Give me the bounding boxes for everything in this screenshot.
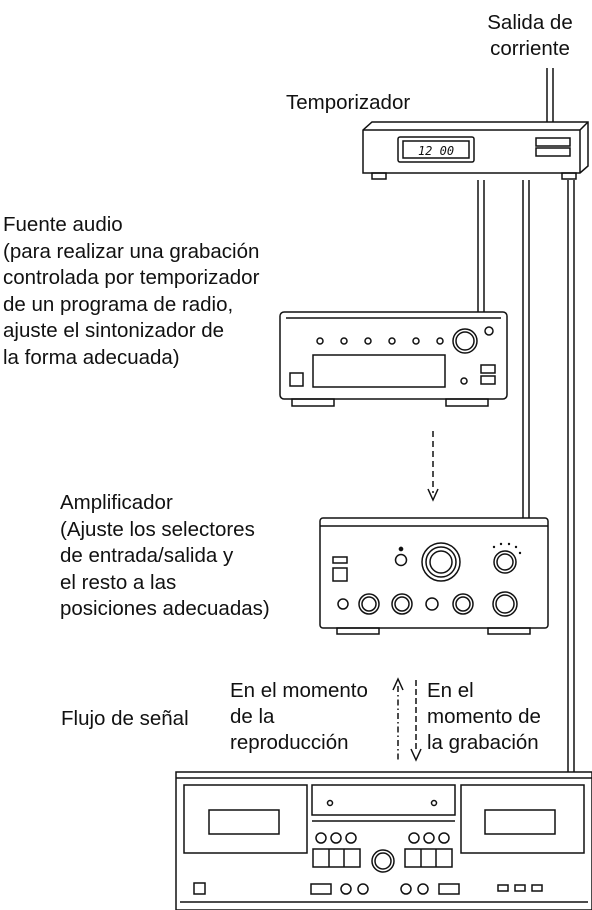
- signal-flow-label: Flujo de señal: [61, 707, 189, 730]
- recording-arrow: [410, 680, 422, 762]
- timer-display-text: 12 00: [418, 144, 454, 158]
- power-cord: [546, 68, 554, 128]
- amplifier-label: Amplificador (Ajuste los selectores de e…: [60, 491, 270, 620]
- amplifier-knob-dots: [492, 542, 522, 555]
- timer-label: Temporizador: [286, 91, 411, 114]
- playback-arrow: [392, 677, 404, 760]
- amplifier-unit: [319, 517, 549, 635]
- audio-source-tuner: [279, 311, 508, 407]
- cassette-deck: [175, 771, 592, 910]
- signal-arrow-tuner-to-amp: [427, 431, 439, 502]
- playback-moment-label: En el momento de la reproducción: [230, 679, 368, 754]
- recording-moment-label: En el momento de la grabación: [427, 679, 541, 754]
- audio-source-label: Fuente audio (para realizar una grabació…: [3, 213, 260, 369]
- power-outlet-label: Salida de corriente: [487, 11, 573, 60]
- timer-unit: [362, 121, 589, 180]
- timer-cords: [477, 180, 575, 772]
